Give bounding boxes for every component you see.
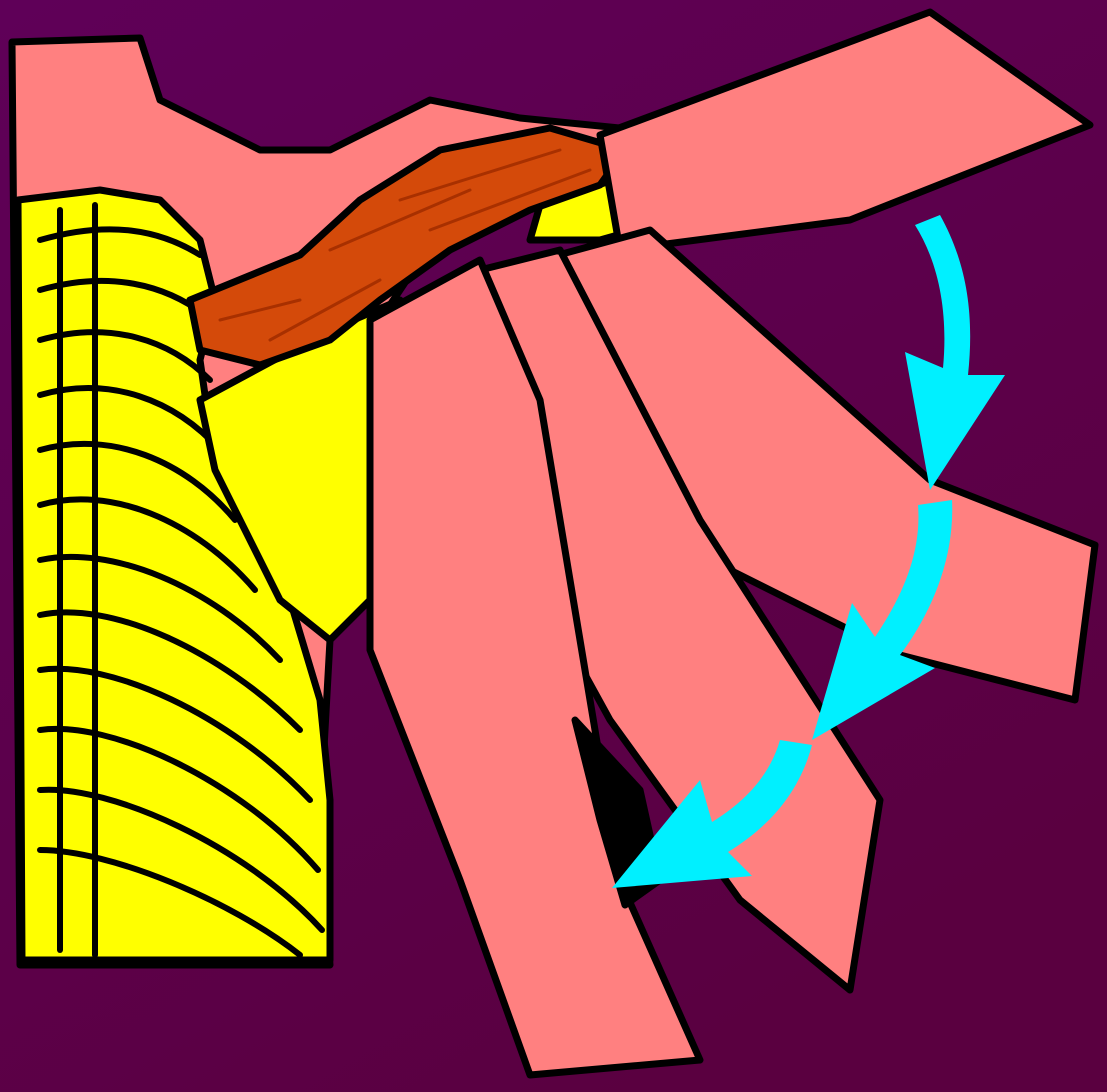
shoulder-illustration: [0, 0, 1107, 1092]
diagram-canvas: [0, 0, 1107, 1092]
